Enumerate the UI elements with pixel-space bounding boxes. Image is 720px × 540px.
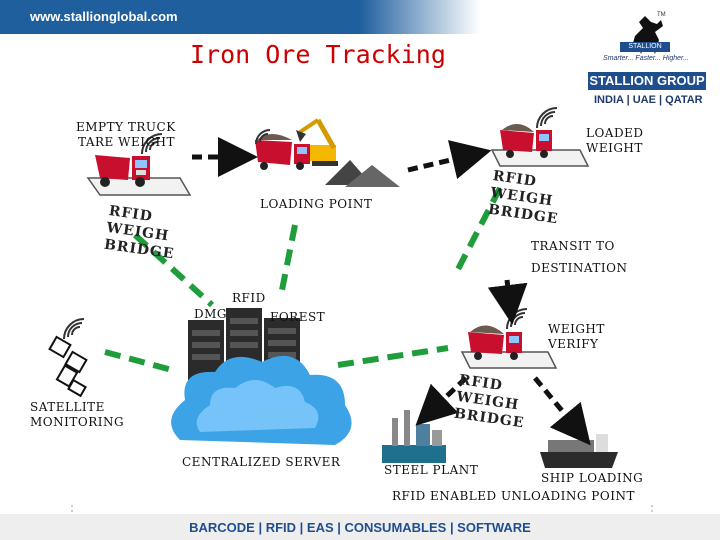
forest-label: FOREST: [270, 310, 326, 324]
ore-pile-icon: [325, 160, 400, 187]
logo-tagline: Smarter... Faster... Higher...: [603, 55, 689, 62]
rfid-top-label: RFID: [232, 291, 266, 305]
transit-label-1: TRANSIT TO: [531, 239, 615, 253]
data-links: [104, 186, 503, 373]
loaded-weight-label-2: WEIGHT: [586, 141, 643, 155]
footer-bar: [0, 514, 720, 540]
cloud-icon: [171, 355, 352, 445]
empty-truck-label-2: TARE WEIGHT: [78, 135, 176, 149]
steel-plant-icon: [382, 410, 446, 463]
loading-point-label: LOADING POINT: [260, 197, 373, 211]
dmg-label: DMG: [194, 307, 227, 321]
flow-arrows: [192, 137, 591, 446]
empty-truck-label-1: EMPTY TRUCK: [76, 120, 176, 134]
logo-badge: STALLION: [620, 42, 670, 52]
header-bar-fade: [360, 0, 480, 34]
loading-truck-icon: [255, 134, 310, 170]
verify-truck-icon: [460, 325, 558, 369]
satellite-label-1: SATELLITE: [30, 400, 105, 414]
loaded-truck-icon: [490, 123, 590, 167]
website-url[interactable]: www.stallionglobal.com: [30, 9, 178, 24]
transit-label-2: DESTINATION: [531, 261, 628, 275]
satellite-icon: [48, 335, 88, 398]
server-label: CENTRALIZED SERVER: [182, 455, 341, 469]
rfid-bridge-right: RFID WEIGH BRIDGE: [487, 168, 564, 228]
trademark: TM: [657, 12, 666, 18]
weight-verify-label-1: WEIGHT: [548, 322, 605, 336]
weight-verify-label-2: VERIFY: [548, 337, 599, 351]
steel-plant-label: STEEL PLANT: [384, 463, 479, 477]
rfid-bridge-left: RFID WEIGH BRIDGE: [103, 203, 180, 263]
loaded-weight-label-1: LOADED: [586, 126, 644, 140]
logo-countries: INDIA | UAE | QATAR: [594, 94, 703, 106]
empty-truck-icon: [86, 155, 192, 196]
logo-name: STALLION GROUP: [588, 72, 706, 90]
ship-icon: [540, 434, 618, 468]
rfid-bridge-bottom: RFID WEIGH BRIDGE: [453, 372, 530, 432]
excavator-icon: [296, 118, 338, 166]
footer-text: BARCODE | RFID | EAS | CONSUMABLES | SOF…: [189, 520, 531, 535]
satellite-label-2: MONITORING: [30, 415, 125, 429]
ship-loading-label: SHIP LOADING: [541, 471, 644, 485]
header-bar: [0, 0, 360, 34]
page-title: Iron Ore Tracking: [190, 40, 446, 69]
unloading-label: RFID ENABLED UNLOADING POINT: [392, 489, 635, 503]
